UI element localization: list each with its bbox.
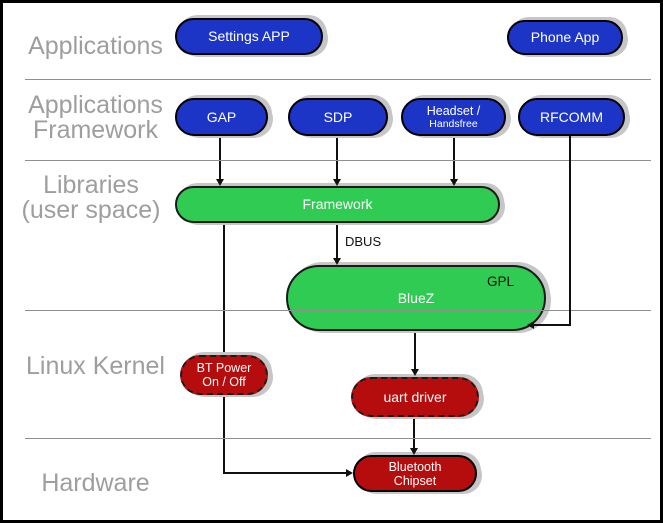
node-framework: Framework [175, 186, 500, 223]
line-to-bluetooth-chipset-left [223, 472, 347, 474]
node-label: Headset / [426, 104, 481, 118]
arrowhead-rfcomm-to-bluez [527, 321, 534, 329]
node-settings-app: Settings APP [175, 18, 323, 55]
node-label: GAP [206, 108, 237, 125]
layer-label-hardware: Hardware [23, 471, 168, 496]
node-label: Handsfree [429, 118, 478, 130]
node-label: Chipset [393, 473, 437, 488]
node-sdp: SDP [288, 98, 388, 136]
node-label: BT Power [196, 361, 252, 375]
layer-divider-3 [25, 310, 651, 311]
layer-label-linux-kernel: Linux Kernel [23, 354, 168, 379]
line-framework-down-left [223, 223, 225, 474]
node-label: On / Off [202, 375, 246, 389]
node-label: BlueZ [397, 289, 435, 306]
layer-label-text: Applications [28, 91, 163, 119]
node-label: Phone App [530, 29, 600, 45]
layer-label-text: Hardware [41, 469, 150, 497]
node-bluetooth-chipset: Bluetooth Chipset [353, 455, 477, 492]
layer-label-text: (user space) [21, 196, 161, 224]
dbus-edge-label: DBUS [345, 234, 382, 249]
arrowhead-framework-to-bluez [333, 258, 341, 265]
layer-label-applications-framework: Applications Framework [23, 93, 168, 143]
arrowhead-bluez-to-uart [411, 369, 419, 376]
node-label: RFCOMM [540, 108, 603, 125]
line-rfcomm-down [569, 136, 571, 326]
node-bt-power: BT Power On / Off [180, 355, 268, 395]
arrowhead-sdp-to-framework [333, 179, 341, 186]
node-gap: GAP [175, 98, 268, 136]
line-rfcomm-to-bluez [534, 324, 571, 326]
layer-label-text: Applications [28, 32, 163, 60]
layer-label-applications: Applications [23, 34, 168, 59]
line-gap-to-framework [219, 136, 221, 180]
node-uart-driver: uart driver [351, 377, 479, 417]
node-label: Framework [302, 196, 373, 212]
line-framework-to-bluez-dbus [336, 223, 338, 259]
line-bluez-to-uart [414, 331, 416, 370]
arrowhead-gap-to-framework [216, 179, 224, 186]
node-label: Settings APP [208, 28, 290, 44]
node-label: Bluetooth [388, 459, 442, 474]
layer-label-text: Libraries [43, 171, 139, 199]
gpl-badge: GPL [486, 274, 514, 289]
arrowhead-uart-to-chipset [410, 448, 418, 455]
node-headset-handsfree: Headset / Handsfree [401, 98, 506, 136]
line-sdp-to-framework [336, 136, 338, 180]
arrowhead-to-bluetooth-chipset [346, 469, 353, 477]
layer-divider-2 [25, 160, 651, 161]
layer-label-libraries: Libraries (user space) [11, 173, 171, 223]
arrowhead-headset-to-framework [450, 179, 458, 186]
node-rfcomm: RFCOMM [518, 98, 625, 136]
node-bluez: GPL BlueZ [286, 265, 546, 331]
layer-label-text: Linux Kernel [26, 352, 165, 380]
layer-divider-1 [25, 79, 651, 80]
layer-label-text: Framework [32, 116, 158, 144]
layer-divider-4 [25, 438, 651, 439]
node-label: SDP [323, 108, 353, 125]
line-headset-to-framework [453, 136, 455, 180]
node-label: uart driver [383, 388, 447, 405]
node-phone-app: Phone App [507, 20, 623, 55]
line-uart-to-chipset [413, 417, 415, 448]
